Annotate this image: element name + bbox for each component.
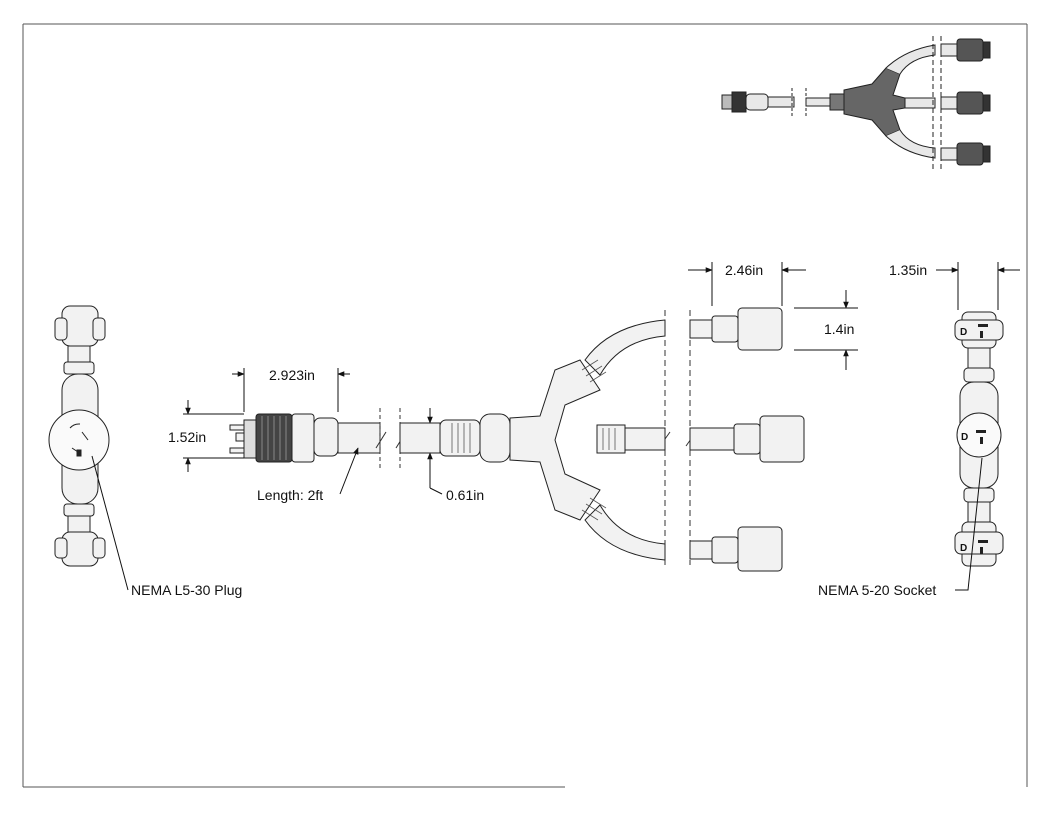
dim-cable-length: Length: 2ft xyxy=(257,487,323,503)
plug-grip-texture xyxy=(261,416,287,460)
callout-socket: NEMA 5-20 Socket xyxy=(818,582,936,598)
dim-socket-length: 2.46in xyxy=(725,262,763,278)
socket-side-views xyxy=(711,307,805,572)
plug-side-view xyxy=(229,413,381,463)
dim-plug-diameter: 1.52in xyxy=(168,429,206,445)
socket-letter-mid: D xyxy=(961,432,968,443)
splitter-body xyxy=(399,319,735,561)
drawing-border xyxy=(22,23,1028,788)
socket-letter-bottom: D xyxy=(960,543,967,554)
socket-slots xyxy=(976,324,988,554)
dim-socket-height: 1.4in xyxy=(824,321,854,337)
dim-plug-length: 2.923in xyxy=(269,367,315,383)
splitter-grip-texture xyxy=(451,359,616,521)
dim-cable-diameter: 0.61in xyxy=(446,487,484,503)
socket-end-view xyxy=(954,311,1004,567)
isometric-preview xyxy=(721,36,991,170)
dimension-lines xyxy=(91,262,1020,591)
socket-letter-top: D xyxy=(960,327,967,338)
callout-plug: NEMA L5-30 Plug xyxy=(131,582,242,598)
dim-socket-width: 1.35in xyxy=(889,262,927,278)
plug-end-view xyxy=(48,305,110,567)
